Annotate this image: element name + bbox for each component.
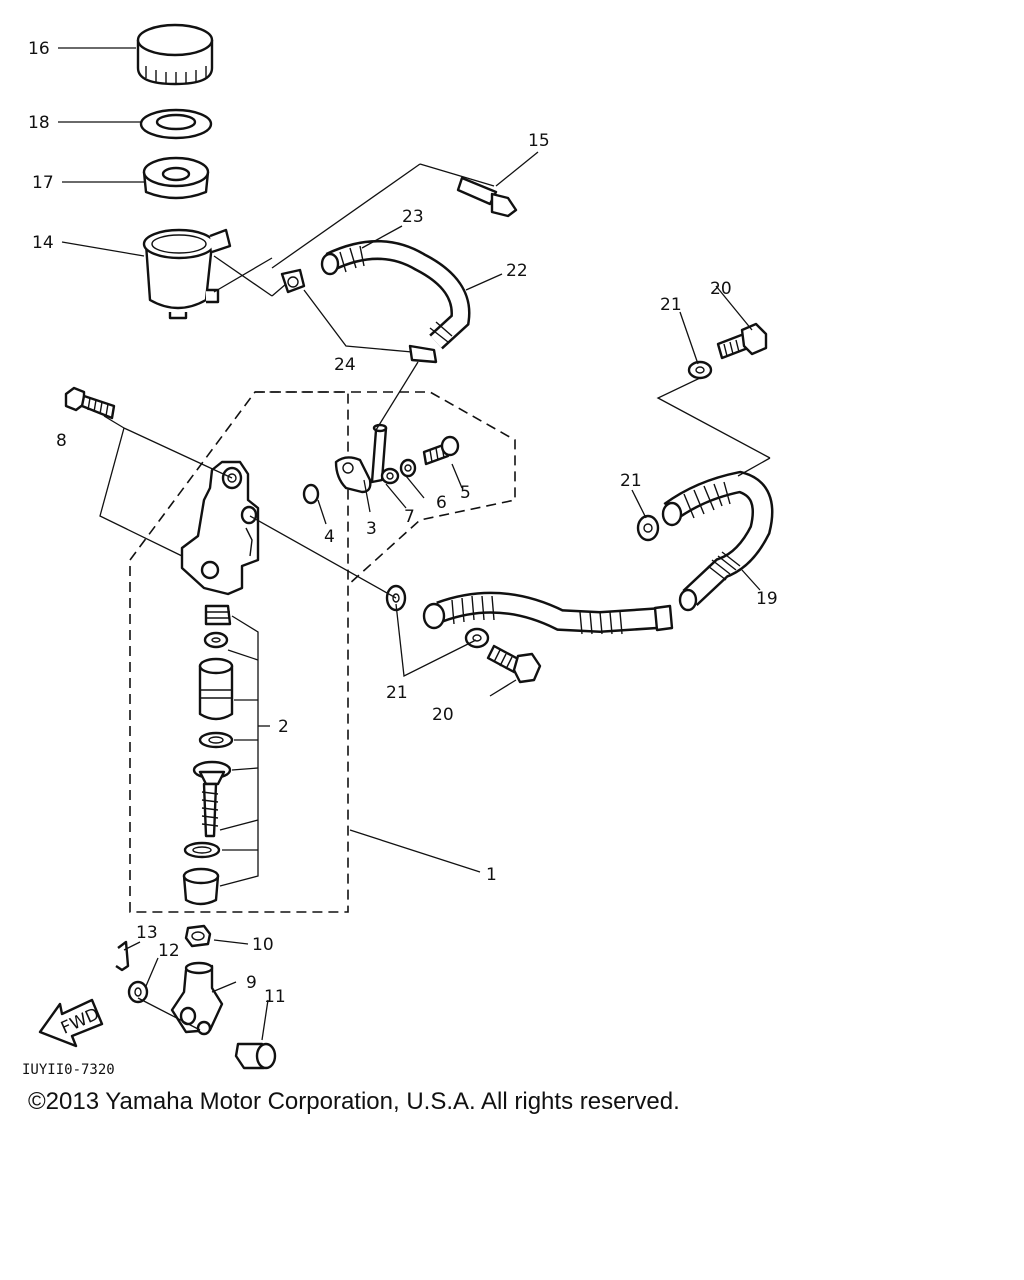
callout-15: 15 <box>528 131 550 151</box>
fwd-direction-arrow-icon: FWD <box>38 998 104 1048</box>
callout-24: 24 <box>334 355 356 375</box>
brake-hose-upper <box>661 470 774 612</box>
washer-21-upper <box>687 360 713 380</box>
callout-20-upper: 20 <box>710 279 732 299</box>
bolt-8 <box>64 386 116 420</box>
callout-3: 3 <box>366 519 377 539</box>
diagram-code: IUYII0-7320 <box>22 1062 115 1078</box>
callout-19: 19 <box>756 589 778 609</box>
nut-10 <box>184 924 212 948</box>
diaphragm <box>142 156 210 200</box>
piston-kit <box>182 604 234 906</box>
callout-20-lower: 20 <box>432 705 454 725</box>
union-bolt-upper <box>716 322 768 360</box>
callout-21-middle: 21 <box>620 471 642 491</box>
callout-8: 8 <box>56 431 67 451</box>
copyright-notice: ©2013 Yamaha Motor Corporation, U.S.A. A… <box>28 1088 680 1115</box>
callout-5: 5 <box>460 483 471 503</box>
callout-1: 1 <box>486 865 497 885</box>
union-bolt-lower <box>486 644 542 684</box>
parts-diagram: FWD <box>22 23 778 1078</box>
washer-6 <box>399 458 417 478</box>
callout-18: 18 <box>28 113 50 133</box>
callout-16: 16 <box>28 39 50 59</box>
callout-10: 10 <box>252 935 274 955</box>
washer-21-middle <box>636 514 660 542</box>
hose-clip-upper <box>280 268 306 294</box>
callout-13: 13 <box>136 923 158 943</box>
callout-2: 2 <box>278 717 289 737</box>
brake-hose-lower <box>422 591 674 635</box>
callout-labels: 16 18 17 14 15 23 22 24 8 20 21 21 19 4 … <box>22 39 778 1078</box>
diaphragm-plate <box>139 108 213 140</box>
callout-7: 7 <box>404 507 415 527</box>
callout-11: 11 <box>264 987 286 1007</box>
callout-6: 6 <box>436 493 447 513</box>
bolt-5 <box>422 435 460 466</box>
washer-7 <box>380 467 400 485</box>
callout-17: 17 <box>32 173 54 193</box>
pin-11 <box>234 1042 277 1070</box>
callout-12: 12 <box>158 941 180 961</box>
hose-joint-assembly-outline <box>255 391 516 586</box>
clevis-9 <box>170 961 224 1036</box>
callout-9: 9 <box>246 973 257 993</box>
reservoir-cap <box>136 23 214 86</box>
callout-21-upper: 21 <box>660 295 682 315</box>
cotter-pin-13 <box>115 940 130 972</box>
callout-22: 22 <box>506 261 528 281</box>
washer-21-lower <box>464 627 490 649</box>
reservoir-tank <box>142 228 232 320</box>
o-ring-4 <box>302 483 320 505</box>
master-cylinder-body <box>180 460 260 596</box>
leader-lines <box>58 47 771 1041</box>
reservoir-hose <box>320 240 471 350</box>
master-cylinder-assembly-outline <box>129 391 349 913</box>
callout-14: 14 <box>32 233 54 253</box>
washer-12 <box>127 980 149 1004</box>
callout-23: 23 <box>402 207 424 227</box>
hose-joint <box>334 423 388 494</box>
hose-clip-lower <box>408 344 438 364</box>
callout-4: 4 <box>324 527 335 547</box>
bolt-15 <box>456 176 518 218</box>
callout-21-lower: 21 <box>386 683 408 703</box>
